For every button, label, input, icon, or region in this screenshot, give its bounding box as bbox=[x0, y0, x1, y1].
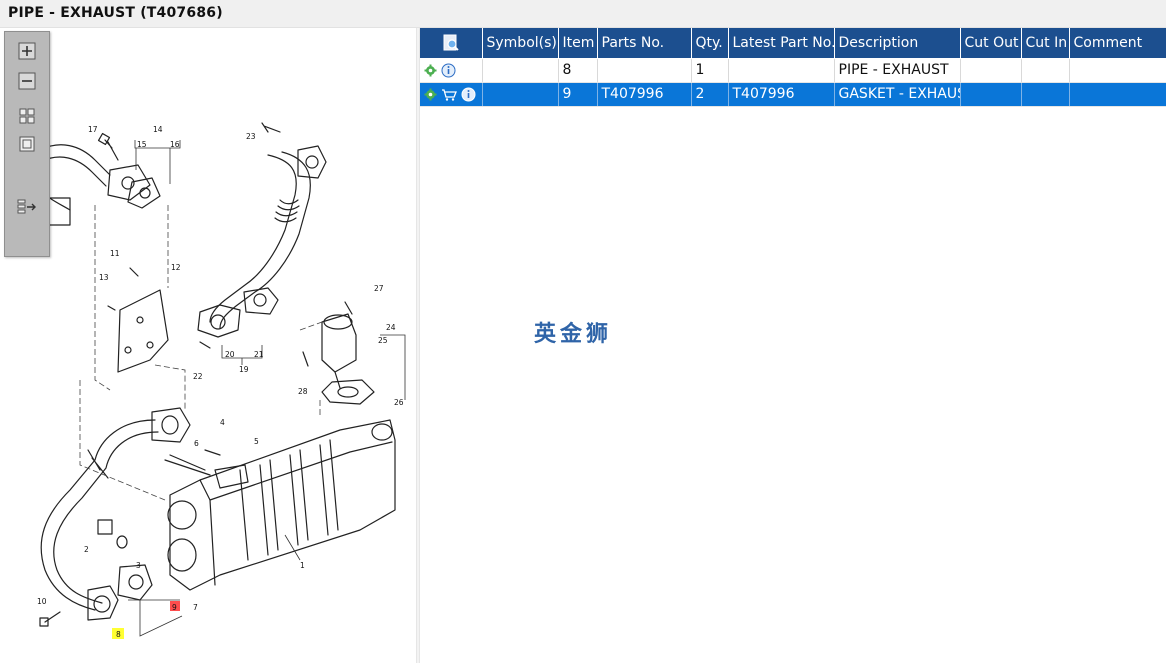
callout-26: 26 bbox=[394, 398, 404, 407]
gear-icon[interactable] bbox=[424, 64, 437, 77]
column-header-cut-out[interactable]: Cut Out bbox=[960, 28, 1022, 59]
table-header-row: Symbol(s) Item Parts No. Qty. Latest Par… bbox=[420, 28, 1166, 59]
fit-all-icon bbox=[19, 108, 35, 124]
info-icon[interactable] bbox=[461, 87, 476, 102]
row-qty-cell: 2 bbox=[691, 82, 729, 107]
title-bar: PIPE - EXHAUST (T407686) bbox=[0, 0, 1166, 28]
row-cut-in-cell bbox=[1021, 82, 1070, 107]
callout-7: 7 bbox=[193, 603, 198, 612]
row-parts-no-cell bbox=[597, 58, 692, 83]
export-list-icon bbox=[17, 199, 36, 214]
callout-9-highlight bbox=[170, 601, 180, 611]
row-cut-out-cell bbox=[960, 58, 1022, 83]
part-cooler-1 bbox=[169, 419, 396, 591]
callout-5: 5 bbox=[254, 437, 259, 446]
callout-10: 10 bbox=[37, 597, 47, 606]
row-description-cell: GASKET - EXHAUS bbox=[834, 82, 961, 107]
column-header-qty[interactable]: Qty. bbox=[691, 28, 729, 59]
row-item-cell: 8 bbox=[558, 58, 598, 83]
pane-splitter[interactable] bbox=[416, 28, 420, 663]
row-icons-cell bbox=[420, 58, 483, 83]
part-pipe-8 bbox=[40, 419, 156, 611]
gear-icon[interactable] bbox=[424, 88, 437, 101]
callout-14: 14 bbox=[153, 125, 163, 134]
row-item-cell: 9 bbox=[558, 82, 598, 107]
callout-23: 23 bbox=[246, 132, 256, 141]
row-symbols-cell bbox=[482, 58, 559, 83]
parts-list-pane: Symbol(s) Item Parts No. Qty. Latest Par… bbox=[420, 28, 1166, 663]
callout-11: 11 bbox=[110, 249, 120, 258]
row-qty-cell: 1 bbox=[691, 58, 729, 83]
row-symbols-cell bbox=[482, 82, 559, 107]
part-bracket-12 bbox=[117, 289, 169, 373]
callout-8-highlight bbox=[112, 628, 124, 639]
callout-6: 6 bbox=[194, 439, 199, 448]
info-icon[interactable] bbox=[441, 63, 456, 78]
watermark-logo: 英金狮 bbox=[534, 322, 613, 347]
row-description-cell: PIPE - EXHAUST bbox=[834, 58, 961, 83]
fit-width-button[interactable] bbox=[17, 134, 37, 154]
column-header-latest-part-no[interactable]: Latest Part No. bbox=[728, 28, 835, 59]
callout-19: 19 bbox=[239, 365, 249, 374]
callout-8: 8 bbox=[116, 630, 121, 639]
callout-4: 4 bbox=[220, 418, 225, 427]
page-title: PIPE - EXHAUST (T407686) bbox=[8, 5, 223, 21]
zoom-out-button[interactable] bbox=[17, 71, 37, 91]
zoom-toolbar bbox=[4, 31, 50, 257]
fit-all-button[interactable] bbox=[17, 106, 37, 126]
parts-table: Symbol(s) Item Parts No. Qty. Latest Par… bbox=[420, 28, 1166, 107]
cart-icon[interactable] bbox=[441, 88, 457, 101]
zoom-out-icon bbox=[18, 72, 36, 90]
column-header-search[interactable] bbox=[420, 28, 483, 59]
zoom-in-icon bbox=[18, 42, 36, 60]
callout-22: 22 bbox=[193, 372, 203, 381]
callout-25: 25 bbox=[378, 336, 388, 345]
column-header-parts-no[interactable]: Parts No. bbox=[597, 28, 692, 59]
column-header-cut-in[interactable]: Cut In bbox=[1021, 28, 1070, 59]
row-latest-part-no-cell bbox=[728, 58, 835, 83]
row-comment-cell bbox=[1069, 58, 1166, 83]
callout-16: 16 bbox=[170, 140, 180, 149]
zoom-in-button[interactable] bbox=[17, 41, 37, 61]
callout-17: 17 bbox=[88, 125, 98, 134]
table-row[interactable]: 8 1 PIPE - EXHAUST bbox=[420, 58, 1166, 83]
row-comment-cell bbox=[1069, 82, 1166, 107]
search-document-icon bbox=[443, 34, 459, 51]
callout-1: 1 bbox=[300, 561, 305, 570]
part-bolt-17 bbox=[104, 139, 119, 161]
part-connector-24 bbox=[321, 313, 357, 373]
row-icons-cell bbox=[420, 82, 483, 107]
row-latest-part-no-cell: T407996 bbox=[728, 82, 835, 107]
part-pipe-19 bbox=[209, 154, 297, 323]
row-parts-no-cell: T407996 bbox=[597, 82, 692, 107]
callout-15: 15 bbox=[137, 140, 147, 149]
export-list-button[interactable] bbox=[17, 197, 37, 217]
column-header-description[interactable]: Description bbox=[834, 28, 961, 59]
exploded-parts-diagram[interactable]: 1 2 3 4 5 6 7 8 9 10 11 12 13 14 15 16 1… bbox=[0, 28, 416, 663]
diagram-pane[interactable]: 1 2 3 4 5 6 7 8 9 10 11 12 13 14 15 16 1… bbox=[0, 28, 416, 663]
callout-13: 13 bbox=[99, 273, 109, 282]
callout-12: 12 bbox=[171, 263, 181, 272]
fit-width-icon bbox=[19, 136, 35, 152]
callout-21: 21 bbox=[254, 350, 264, 359]
column-header-symbols[interactable]: Symbol(s) bbox=[482, 28, 559, 59]
callout-27: 27 bbox=[374, 284, 384, 293]
row-cut-out-cell bbox=[960, 82, 1022, 107]
row-cut-in-cell bbox=[1021, 58, 1070, 83]
table-row-selected[interactable]: 9 T407996 2 T407996 GASKET - EXHAUS bbox=[420, 82, 1166, 107]
part-gasket-16 bbox=[127, 177, 161, 209]
column-header-comment[interactable]: Comment bbox=[1069, 28, 1166, 59]
column-header-item[interactable]: Item bbox=[558, 28, 598, 59]
callout-3: 3 bbox=[136, 561, 141, 570]
callout-28: 28 bbox=[298, 387, 308, 396]
callout-24: 24 bbox=[386, 323, 396, 332]
callout-20: 20 bbox=[225, 350, 235, 359]
callout-9: 9 bbox=[172, 603, 177, 612]
callout-2: 2 bbox=[84, 545, 89, 554]
